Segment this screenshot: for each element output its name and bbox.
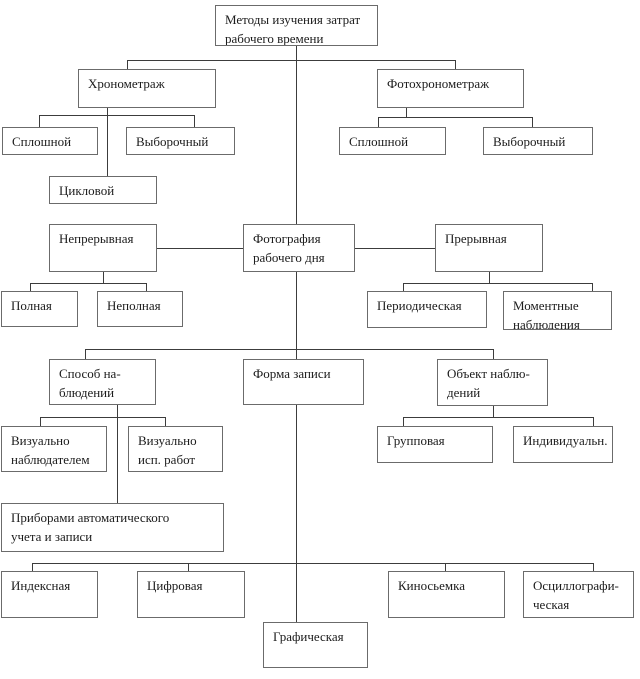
node-digital-form: Цифровая: [137, 571, 245, 618]
node-group-object: Групповая: [377, 426, 493, 463]
node-individual-object: Индивидуальн.: [513, 426, 613, 463]
connector-line: [157, 248, 243, 249]
node-continuous: Непрерывная: [49, 224, 157, 272]
node-film-form: Киносьемка: [388, 571, 505, 618]
connector-line: [378, 117, 533, 118]
node-chrono-cyclic: Цикловой: [49, 176, 157, 204]
connector-line: [103, 272, 104, 283]
node-workday-photo: Фотография рабочего дня: [243, 224, 355, 272]
connector-line: [146, 283, 147, 291]
connector-line: [40, 417, 41, 426]
connector-line: [188, 563, 189, 571]
connector-line: [445, 563, 446, 571]
node-momentary: Моментные наблюдения: [503, 291, 612, 330]
connector-line: [39, 115, 40, 127]
connector-line: [30, 283, 147, 284]
connector-line: [406, 108, 407, 117]
node-chrono-selective: Выборочный: [126, 127, 235, 155]
node-chrono-continuous: Сплошной: [2, 127, 98, 155]
connector-line: [455, 60, 456, 69]
node-photochronometry: Фотохронометраж: [377, 69, 524, 108]
node-chronometry: Хронометраж: [78, 69, 216, 108]
node-graphic-form: Графическая: [263, 622, 368, 668]
connector-line: [593, 417, 594, 426]
node-observation-object: Объект наблю- дений: [437, 359, 548, 406]
connector-line: [127, 60, 128, 69]
connector-line: [85, 349, 86, 359]
connector-line: [493, 349, 494, 359]
connector-line: [532, 117, 533, 127]
node-visual-observer: Визуально наблюдателем: [1, 426, 107, 472]
connector-line: [296, 46, 297, 60]
connector-line: [378, 117, 379, 127]
node-photo-continuous: Сплошной: [339, 127, 446, 155]
connector-line: [165, 417, 166, 426]
connector-line: [592, 283, 593, 291]
connector-line: [30, 283, 31, 291]
node-partial: Неполная: [97, 291, 183, 327]
connector-line: [85, 349, 494, 350]
connector-line: [39, 115, 195, 116]
node-automatic-devices: Приборами автоматического учета и записи: [1, 503, 224, 552]
connector-line: [117, 405, 118, 503]
connector-line: [493, 406, 494, 417]
connector-line: [403, 417, 404, 426]
connector-line: [127, 60, 456, 61]
connector-line: [296, 272, 297, 359]
node-record-form: Форма записи: [243, 359, 364, 405]
node-full: Полная: [1, 291, 78, 327]
connector-line: [403, 283, 593, 284]
connector-line: [296, 405, 297, 622]
node-intermittent: Прерывная: [435, 224, 543, 272]
node-visual-performer: Визуально исп. работ: [128, 426, 223, 472]
connector-line: [107, 108, 108, 176]
node-oscillographic-form: Осциллографи- ческая: [523, 571, 634, 618]
node-index-form: Индексная: [1, 571, 98, 618]
connector-line: [489, 272, 490, 283]
node-periodic: Периодическая: [367, 291, 487, 328]
connector-line: [296, 60, 297, 224]
connector-line: [194, 115, 195, 127]
connector-line: [355, 248, 435, 249]
connector-line: [32, 563, 594, 564]
connector-line: [593, 563, 594, 571]
node-observation-method: Способ на- блюдений: [49, 359, 156, 405]
node-photo-selective: Выборочный: [483, 127, 593, 155]
connector-line: [403, 283, 404, 291]
connector-line: [40, 417, 166, 418]
connector-line: [403, 417, 594, 418]
connector-line: [32, 563, 33, 571]
node-root: Методы изучения затрат рабочего времени: [215, 5, 378, 46]
